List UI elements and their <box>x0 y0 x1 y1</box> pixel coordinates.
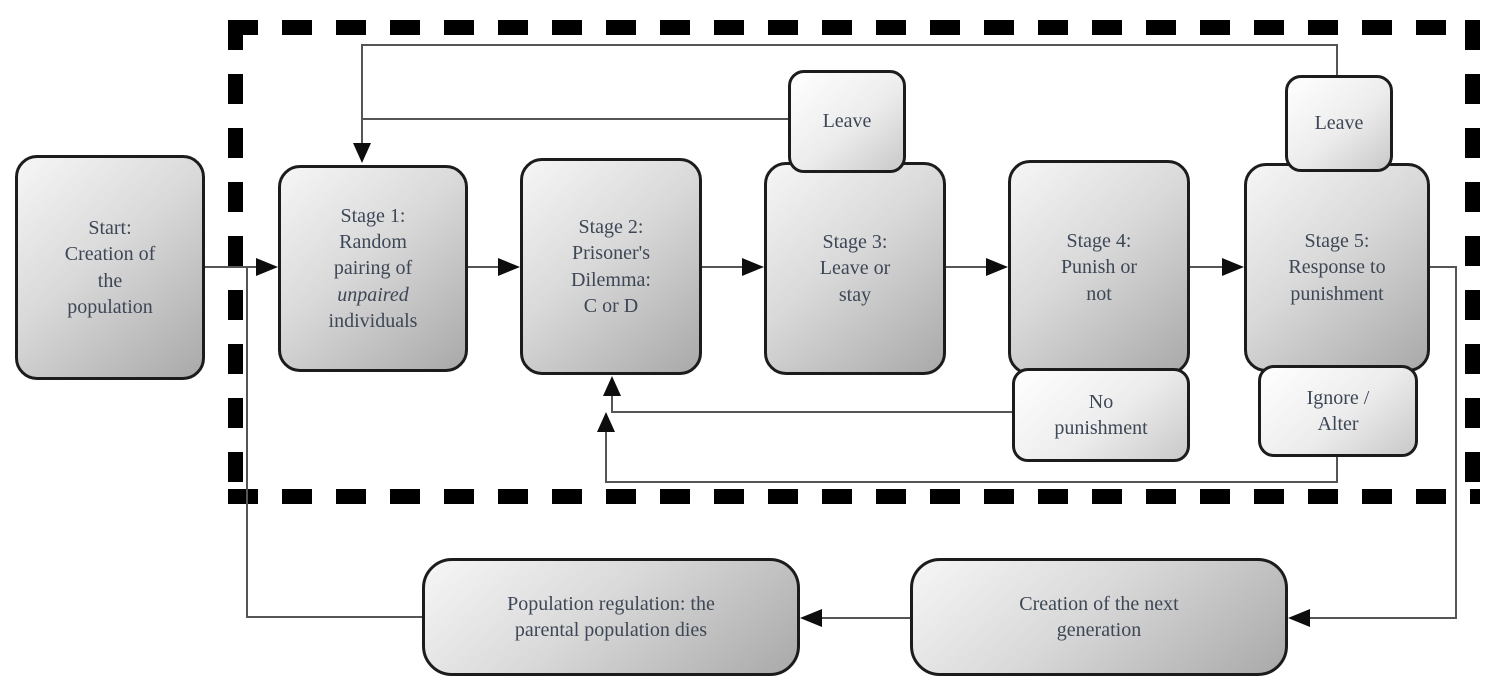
node-stage3: Stage 3: Leave or stay <box>764 162 946 375</box>
arrowhead-ignorealter-merge <box>597 412 615 432</box>
arrowhead-into-stage1 <box>256 258 278 276</box>
node-start: Start: Creation of the population <box>15 155 205 380</box>
connector-nopunishment-stem <box>611 395 613 412</box>
arrowhead-into-stage3 <box>742 258 764 276</box>
connector-leave5-stem <box>1336 45 1338 76</box>
connector-start-stage1 <box>205 266 258 268</box>
node-leave-stage3-label: Leave <box>822 110 872 133</box>
node-next-generation-label: Creation of the next <box>1019 592 1179 615</box>
arrowhead-into-stage1-top <box>353 143 371 163</box>
arrowhead-into-stage5 <box>1222 258 1244 276</box>
node-stage2-label: Stage 2: <box>578 215 644 238</box>
dashed-boundary-left <box>228 20 243 504</box>
node-ignore-alter: Ignore / Alter <box>1258 365 1418 457</box>
connector-population-rise <box>246 267 248 618</box>
node-next-generation: Creation of the next generation <box>910 558 1288 676</box>
node-stage4: Stage 4: Punish or not <box>1008 160 1190 375</box>
node-stage4-label: Stage 4: <box>1066 229 1132 252</box>
connector-leave5-feedback <box>363 44 1338 46</box>
arrowhead-into-nextgeneration <box>1288 609 1310 627</box>
node-leave-stage5: Leave <box>1285 75 1393 172</box>
node-stage1-label: Stage 1: <box>340 204 406 227</box>
connector-nextgen-population <box>822 617 910 619</box>
connector-stage1-stage2 <box>468 266 500 268</box>
connector-nopunishment-feedback <box>611 411 1012 413</box>
connector-ignorealter-feedback <box>605 481 1338 483</box>
arrowhead-into-stage2-bottom <box>603 376 621 396</box>
connector-stage5-down <box>1455 266 1457 619</box>
connector-stage3-stage4 <box>946 266 988 268</box>
node-stage5: Stage 5: Response to punishment <box>1244 163 1430 372</box>
dashed-boundary-bottom <box>228 489 1480 504</box>
node-leave-stage5-label: Leave <box>1314 112 1364 135</box>
connector-feedback-drop-stage1 <box>361 44 363 144</box>
arrowhead-into-stage4 <box>986 258 1008 276</box>
node-no-punishment: No punishment <box>1012 368 1190 462</box>
connector-leave3-feedback <box>363 118 788 120</box>
connector-stage2-stage3 <box>702 266 744 268</box>
node-ignore-alter-label: Ignore / <box>1306 386 1370 409</box>
connector-stage5-exit <box>1430 266 1457 268</box>
node-stage2: Stage 2: Prisoner's Dilemma: C or D <box>520 158 702 375</box>
node-population-regulation: Population regulation: the parental popu… <box>422 558 800 676</box>
node-no-punishment-label: No <box>1088 390 1114 413</box>
connector-population-left <box>246 616 422 618</box>
connector-ignorealter-stem <box>1336 455 1338 483</box>
node-start-label: Start: <box>88 216 132 239</box>
connector-into-nextgeneration <box>1310 617 1457 619</box>
dashed-boundary-right <box>1465 20 1480 504</box>
arrowhead-into-stage2 <box>498 258 520 276</box>
arrowhead-into-population <box>800 609 822 627</box>
node-stage1: Stage 1: Random pairing of unpaired indi… <box>278 165 468 372</box>
connector-ignorealter-rise <box>605 432 607 482</box>
dashed-boundary-top <box>228 20 1480 35</box>
node-population-regulation-label: Population regulation: the <box>507 592 715 615</box>
node-leave-stage3: Leave <box>788 70 906 173</box>
connector-stage4-stage5 <box>1190 266 1224 268</box>
node-stage3-label: Stage 3: <box>822 230 888 253</box>
node-stage5-label: Stage 5: <box>1304 229 1370 252</box>
